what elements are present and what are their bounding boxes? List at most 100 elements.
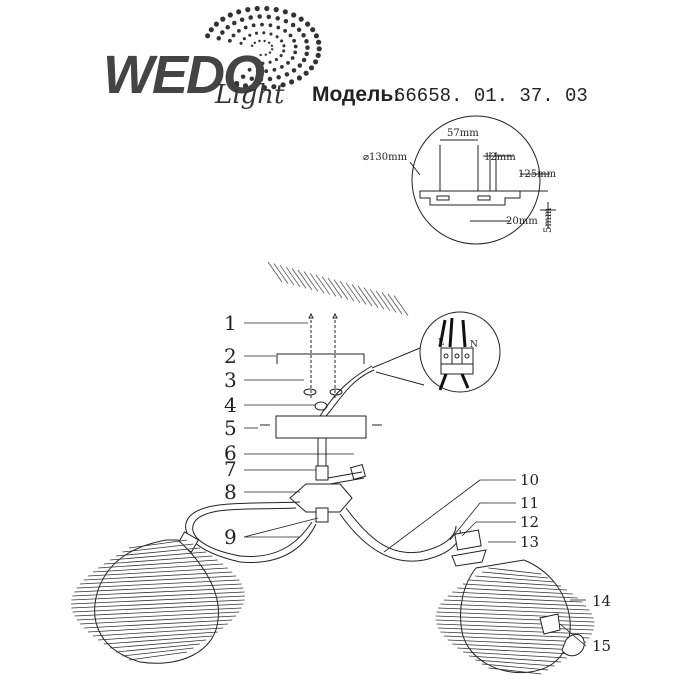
dim-12: 12mm	[484, 152, 516, 163]
shade-rib	[481, 571, 549, 579]
logo-dot	[264, 69, 269, 74]
logo-dot	[291, 12, 297, 18]
logo-dot	[303, 70, 309, 76]
logo-dot	[280, 82, 286, 88]
shade-rib	[109, 639, 207, 649]
shade-rib	[462, 583, 568, 591]
logo-dot	[283, 18, 289, 24]
logo-dot	[257, 14, 262, 19]
logo-dot	[263, 39, 266, 43]
logo-dot	[247, 67, 252, 72]
hatch-line	[351, 284, 367, 305]
logo-dot	[282, 49, 286, 53]
logo-dot	[236, 9, 242, 15]
hatch-line	[273, 263, 289, 284]
logo-dot	[296, 27, 302, 33]
logo-dot	[283, 29, 287, 33]
logo-dot	[280, 65, 284, 69]
logo-dot	[254, 61, 258, 65]
hatch-line	[285, 266, 301, 288]
shade-rib	[92, 627, 224, 637]
logo-dot-swirl	[205, 5, 322, 91]
brand-logo: WEDO Light	[103, 5, 322, 110]
shade-rib	[70, 595, 246, 605]
callout-1: 1	[224, 311, 237, 335]
shade-rib	[83, 571, 233, 581]
shade-rib	[488, 567, 542, 575]
shade-rib	[436, 611, 594, 619]
logo-dot	[296, 75, 302, 81]
logo-dot	[315, 52, 321, 59]
shade-rib	[72, 603, 244, 613]
shade-rib	[87, 623, 229, 633]
logo-dot	[231, 33, 236, 38]
logo-dot	[258, 39, 261, 43]
logo-dot	[261, 85, 267, 91]
shade-rib	[457, 587, 573, 595]
logo-dot	[293, 44, 298, 49]
leader-lines	[243, 322, 587, 647]
callout-15: 15	[592, 637, 611, 655]
hatch-line	[363, 287, 379, 308]
logo-dot	[239, 41, 243, 45]
shade-rib	[440, 631, 590, 639]
dim-20: 20mm	[506, 216, 538, 227]
logo-dot	[297, 63, 303, 68]
logo-script: Light	[214, 80, 285, 110]
shade-rib	[475, 575, 555, 583]
detail-circle	[411, 115, 541, 245]
logo-dot	[268, 51, 272, 54]
hatch-line	[309, 272, 325, 294]
logo-dot	[240, 74, 246, 79]
dim-5: 5mm	[543, 207, 554, 233]
logo-dot	[250, 44, 254, 47]
shade-rib	[71, 599, 245, 609]
logo-dot	[298, 16, 304, 22]
hatch-line	[381, 292, 397, 313]
callout-14: 14	[592, 592, 611, 610]
hatch-line	[369, 288, 385, 310]
callout-9: 9	[224, 525, 237, 549]
logo-dot	[213, 21, 219, 27]
shade-rib	[74, 583, 242, 593]
logo-dot	[301, 33, 306, 38]
logo-dot	[273, 7, 279, 13]
shade-rib	[98, 631, 218, 641]
logo-dot	[254, 31, 259, 35]
shade-rib	[435, 619, 595, 627]
logo-dot	[232, 20, 237, 26]
hatch-line	[315, 274, 331, 296]
logo-dot	[216, 36, 221, 41]
hatch-line	[333, 279, 349, 300]
callout-6: 6	[224, 441, 237, 465]
shade-rib	[481, 663, 549, 671]
shade-rib	[475, 659, 555, 667]
logo-dot	[248, 33, 252, 37]
shade-rib	[438, 607, 592, 615]
shade-rib	[103, 635, 213, 645]
hatch-line	[387, 293, 403, 315]
shade-rib	[438, 627, 592, 635]
logo-dot	[242, 83, 249, 89]
logo-dot	[234, 80, 240, 87]
shade-rib	[440, 603, 590, 611]
callout-3: 3	[224, 368, 237, 392]
logo-dot	[259, 53, 262, 57]
logo-dot	[260, 22, 264, 27]
logo-dot	[305, 45, 310, 50]
model-number: 66658. 01. 37. 03	[394, 85, 588, 107]
left-shade	[70, 539, 246, 664]
hatch-line	[393, 295, 409, 316]
shade-rib	[488, 667, 542, 675]
hatch-line	[375, 290, 391, 312]
shade-rib	[122, 647, 194, 657]
logo-dot	[239, 17, 245, 22]
shade-rib	[452, 643, 578, 651]
shade-rib	[116, 547, 200, 557]
callout-13: 13	[520, 533, 539, 551]
logo-dot	[248, 15, 253, 20]
logo-dot	[251, 23, 256, 28]
ceiling-hatch	[267, 261, 409, 316]
logo-dot	[208, 27, 214, 33]
